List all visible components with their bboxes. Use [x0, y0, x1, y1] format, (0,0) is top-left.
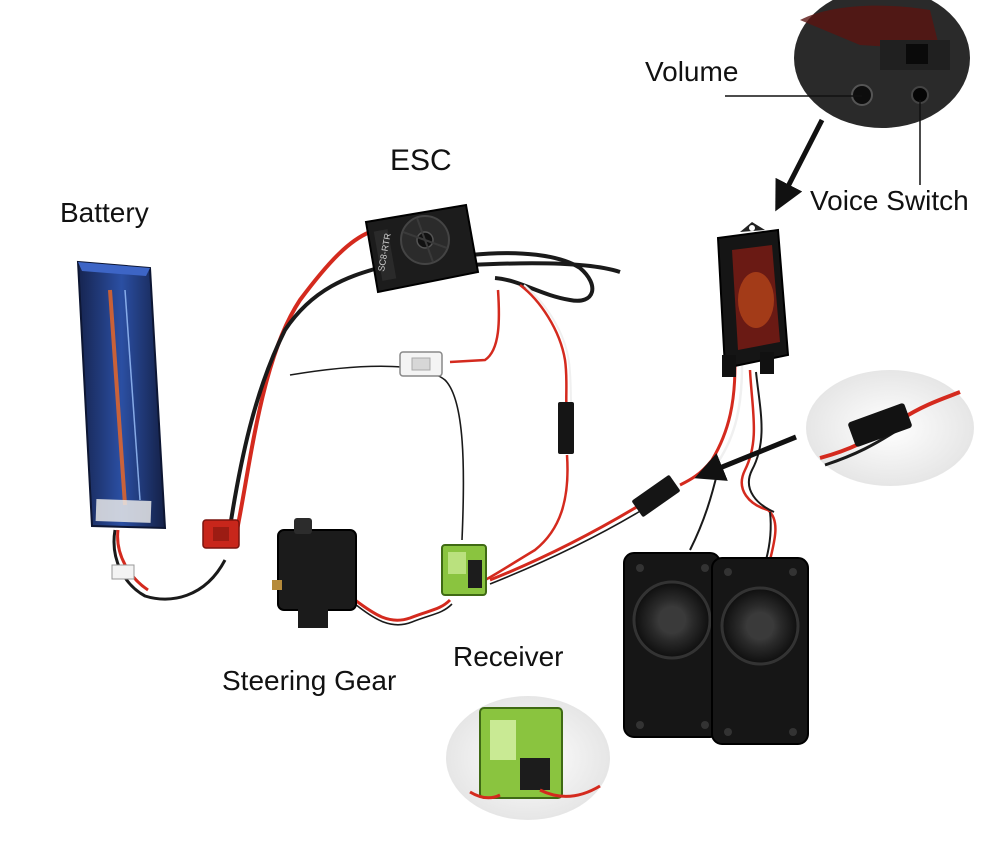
sound-connector: [632, 475, 680, 517]
battery-black-wire: [226, 266, 379, 541]
servo-wire: [354, 598, 452, 622]
voice-switch-label: Voice Switch: [810, 185, 969, 216]
receiver-antenna: [289, 365, 465, 541]
volume-label: Volume: [645, 56, 739, 87]
steering-servo-icon: [272, 518, 357, 628]
sound-module-icon: [716, 222, 790, 377]
esc-signal-wire: [519, 284, 569, 421]
esc-icon: SC8-RTR: [364, 203, 480, 294]
connector-zoom-inset: [806, 370, 974, 486]
esc-label: ESC: [390, 144, 452, 177]
receiver-zoom-inset: [446, 696, 610, 820]
arrow-to-sound-module: [775, 118, 825, 212]
volume-zoom-inset: [794, 0, 970, 128]
speaker-icon: [623, 552, 721, 738]
speaker-icon: [711, 557, 809, 745]
battery-icon: [76, 260, 167, 580]
esc-motor-wires: [469, 251, 595, 303]
wires: [112, 230, 777, 626]
battery-balance-wire: [112, 529, 227, 601]
receiver-icon: [441, 544, 487, 596]
receiver-label: Receiver: [453, 641, 564, 672]
battery-connector: [202, 519, 240, 549]
battery-label: Battery: [60, 197, 149, 228]
volume-knob-icon: [851, 84, 873, 106]
arrow-to-connector: [694, 434, 797, 481]
sound-signal-wire: [489, 503, 641, 582]
steering-gear-label: Steering Gear: [222, 665, 397, 696]
esc-signal-connector: [558, 402, 574, 454]
esc-switch-icon: [399, 351, 443, 377]
